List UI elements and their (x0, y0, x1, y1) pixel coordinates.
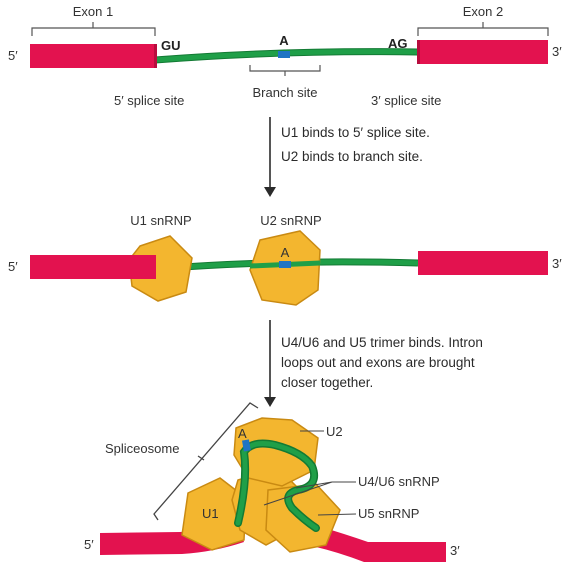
a-label: A (281, 245, 290, 260)
three-prime-label: 3′ (552, 256, 562, 271)
branch-point-a (278, 51, 290, 58)
exon2-bar (418, 40, 548, 64)
exon1-label: Exon 1 (73, 4, 113, 19)
u5-label: U5 snRNP (358, 506, 419, 521)
spliceosome-bracket (153, 402, 259, 521)
step2-line2: loops out and exons are brought (281, 355, 475, 370)
spliceosome-label: Spliceosome (105, 441, 179, 456)
panel-u1-u2-bound: U1 snRNP U2 snRNP A 5′ 3′ (8, 213, 562, 306)
three-prime-label: 3′ (450, 543, 460, 558)
panel-pre-mrna: Exon 1 Exon 2 5′ 3′ GU A AG Branch site … (8, 4, 562, 108)
exon2-bar (418, 251, 548, 275)
branch-site-bracket (249, 65, 321, 76)
step1-line1: U1 binds to 5′ splice site. (281, 125, 430, 140)
five-prime-label: 5′ (8, 259, 18, 274)
step2-line1: U4/U6 and U5 trimer binds. Intron (281, 335, 483, 350)
step1-line2: U2 binds to branch site. (281, 149, 423, 164)
a-label: A (279, 33, 289, 48)
exon1-bar (30, 44, 156, 68)
branch-point-a (279, 261, 291, 268)
step2-line3: closer together. (281, 375, 373, 390)
u5-leader (317, 513, 357, 516)
exon1-bracket (31, 22, 156, 36)
step2: U4/U6 and U5 trimer binds. Intron loops … (264, 320, 483, 407)
u4u6-leader (263, 481, 356, 506)
five-prime-label: 5′ (8, 48, 18, 63)
u4u6-label: U4/U6 snRNP (358, 474, 440, 489)
branch-site-label: Branch site (252, 85, 317, 100)
exon1-bar (30, 255, 156, 279)
panel-spliceosome: Spliceosome A U1 U2 U4/U6 snRNP U5 snRNP… (84, 402, 460, 562)
ag-label: AG (388, 36, 408, 51)
five-prime-label: 5′ (84, 537, 94, 552)
gu-label: GU (161, 38, 181, 53)
three-splice-site-label: 3′ splice site (371, 93, 441, 108)
step1: U1 binds to 5′ splice site. U2 binds to … (264, 117, 430, 197)
exon2-label: Exon 2 (463, 4, 503, 19)
u1-label: U1 (202, 506, 219, 521)
a-label: A (238, 426, 247, 441)
five-splice-site-label: 5′ splice site (114, 93, 184, 108)
exon2-bar (312, 526, 446, 562)
exon2-bracket (417, 22, 549, 36)
u1-blob (181, 477, 247, 551)
u2-label: U2 (326, 424, 343, 439)
u2-snrnp-label: U2 snRNP (260, 213, 321, 228)
branch-point-a (242, 439, 251, 452)
u1-snrnp-label: U1 snRNP (130, 213, 191, 228)
three-prime-label: 3′ (552, 44, 562, 59)
